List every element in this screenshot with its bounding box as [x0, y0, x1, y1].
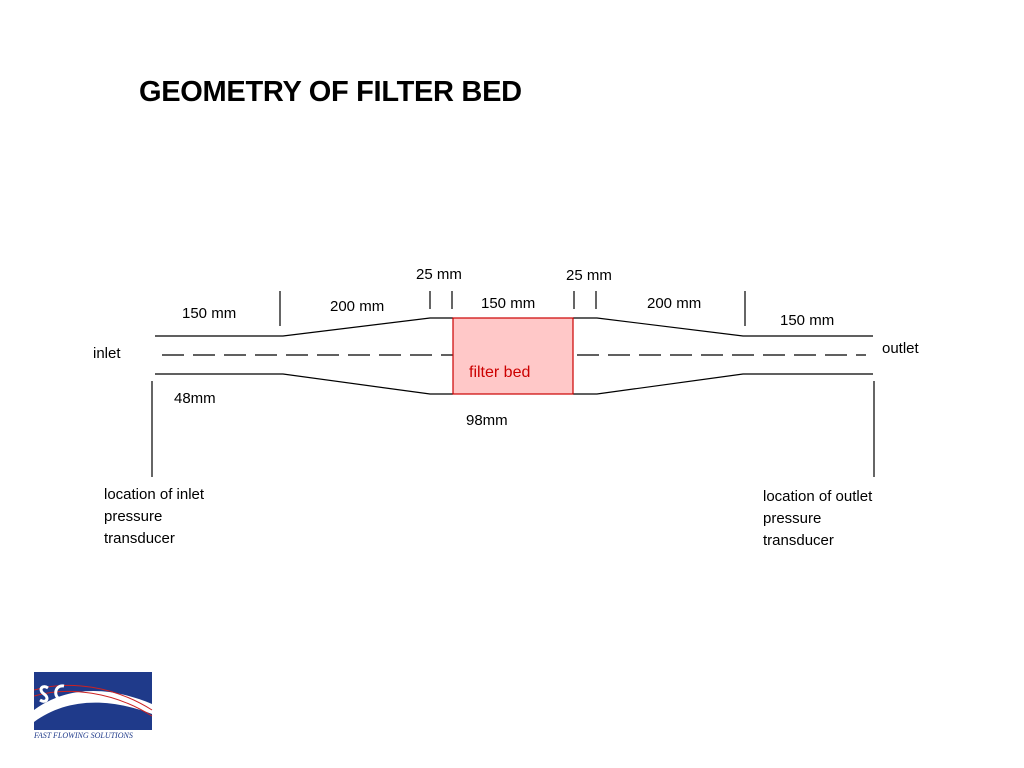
- outlet-transducer-line-2: pressure: [763, 510, 822, 527]
- gap-right-label: 25 mm: [566, 267, 612, 284]
- inlet-transducer-line-1: location of inlet: [104, 486, 205, 503]
- diverge-length-label: 200 mm: [330, 298, 384, 315]
- pipe-bottom-wall-right: [573, 373, 873, 395]
- filter-bed-box: [452, 317, 574, 395]
- inlet-transducer-line-3: transducer: [104, 530, 175, 547]
- inlet-length-label: 150 mm: [182, 305, 236, 322]
- inlet-transducer-line-2: pressure: [104, 508, 163, 525]
- outlet-label: outlet: [882, 340, 920, 357]
- logo-caption: FAST FLOWING SOLUTIONS: [34, 731, 133, 740]
- inlet-label: inlet: [93, 345, 121, 362]
- gap-left-label: 25 mm: [416, 266, 462, 283]
- inlet-diameter-label: 48mm: [174, 390, 216, 407]
- page-title: GEOMETRY OF FILTER BED: [139, 76, 522, 108]
- outlet-transducer-line-1: location of outlet: [763, 488, 873, 505]
- converge-length-label: 200 mm: [647, 295, 701, 312]
- company-logo: [34, 672, 153, 730]
- pipe-outline: [155, 317, 873, 395]
- outlet-length-label: 150 mm: [780, 312, 834, 329]
- pipe-top-wall: [155, 317, 453, 337]
- filter-bed-label: filter bed: [469, 364, 530, 381]
- inlet-transducer-note: location of inlet pressure transducer: [104, 484, 204, 550]
- outlet-transducer-line-3: transducer: [763, 532, 834, 549]
- outlet-transducer-note: location of outlet pressure transducer: [763, 486, 872, 552]
- dimension-ticks: [279, 291, 746, 326]
- bed-length-label: 150 mm: [481, 295, 535, 312]
- pipe-bottom-wall: [155, 373, 453, 395]
- pipe-top-wall-right: [573, 317, 873, 337]
- bed-diameter-label: 98mm: [466, 412, 508, 429]
